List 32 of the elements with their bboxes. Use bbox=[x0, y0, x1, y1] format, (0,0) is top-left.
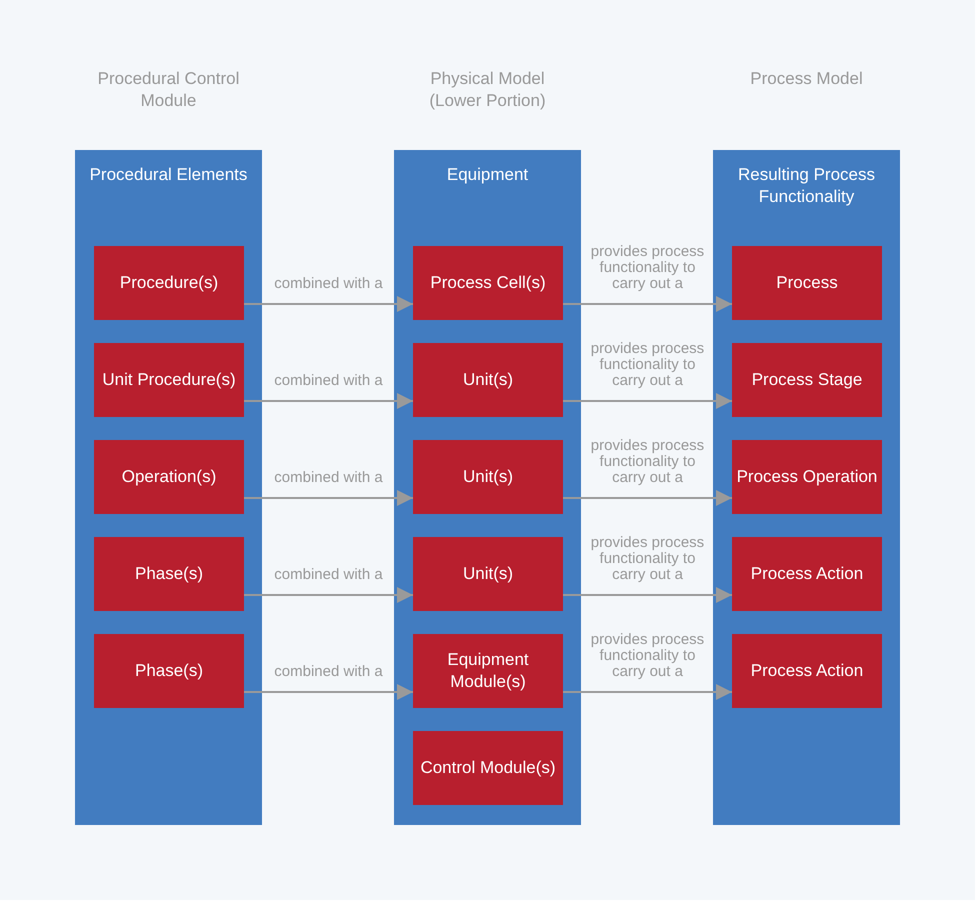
process-box: Operation(s) bbox=[94, 440, 244, 514]
process-box: Unit Procedure(s) bbox=[94, 343, 244, 417]
process-box: Phase(s) bbox=[94, 537, 244, 611]
arrow bbox=[563, 393, 732, 409]
arrow bbox=[244, 393, 413, 409]
panel-title: Resulting Process Functionality bbox=[736, 164, 876, 208]
arrow bbox=[563, 587, 732, 603]
arrow bbox=[244, 587, 413, 603]
arrow bbox=[563, 490, 732, 506]
arrow bbox=[244, 296, 413, 312]
column-heading: Procedural Control Module bbox=[96, 68, 240, 112]
arrow bbox=[244, 684, 413, 700]
panel-title: Procedural Elements bbox=[88, 164, 248, 186]
process-box: Process Cell(s) bbox=[413, 246, 563, 320]
process-box: Process Operation bbox=[732, 440, 882, 514]
process-box: Unit(s) bbox=[413, 440, 563, 514]
process-box: Process Stage bbox=[732, 343, 882, 417]
process-box: Phase(s) bbox=[94, 634, 244, 708]
process-box: Process Action bbox=[732, 634, 882, 708]
process-box: Unit(s) bbox=[413, 537, 563, 611]
process-box: Procedure(s) bbox=[94, 246, 244, 320]
process-box: Equipment Module(s) bbox=[413, 634, 563, 708]
process-box: Process Action bbox=[732, 537, 882, 611]
process-box: Process bbox=[732, 246, 882, 320]
column-heading: Process Model bbox=[749, 68, 864, 90]
process-box: Control Module(s) bbox=[413, 731, 563, 805]
arrow bbox=[563, 296, 732, 312]
panel-title: Equipment bbox=[446, 164, 530, 186]
process-box: Unit(s) bbox=[413, 343, 563, 417]
column-heading: Physical Model (Lower Portion) bbox=[428, 68, 547, 112]
arrow bbox=[244, 490, 413, 506]
arrow bbox=[563, 684, 732, 700]
